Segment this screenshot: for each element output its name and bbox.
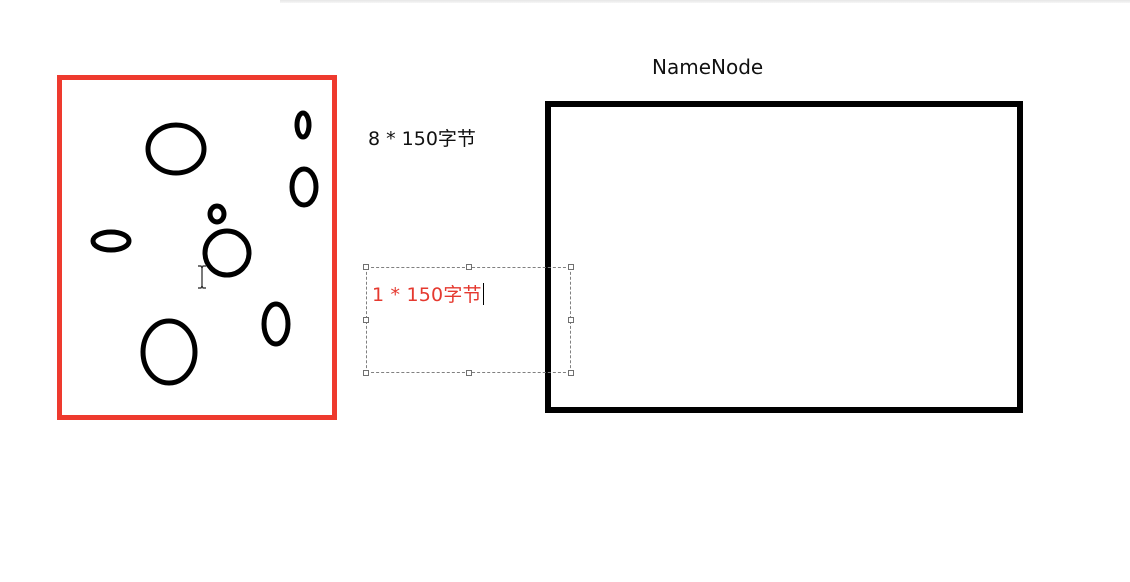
small-file-ellipse[interactable]: [90, 229, 132, 253]
resize-handle-middle-right[interactable]: [568, 317, 574, 323]
small-file-ellipse[interactable]: [294, 110, 312, 140]
small-file-ellipse[interactable]: [207, 203, 227, 225]
small-file-ellipse[interactable]: [202, 228, 252, 278]
resize-handle-top-left[interactable]: [363, 264, 369, 270]
resize-handle-bottom-middle[interactable]: [466, 370, 472, 376]
small-file-ellipse[interactable]: [261, 301, 291, 347]
metadata-formula-label[interactable]: 8 * 150字节: [368, 128, 476, 150]
resize-handle-top-middle[interactable]: [466, 264, 472, 270]
namenode-frame[interactable]: [545, 101, 1023, 413]
small-file-ellipse[interactable]: [289, 166, 319, 208]
top-toolbar-edge: [280, 0, 1130, 3]
text-cursor-icon: [198, 265, 206, 289]
text-caret: [482, 283, 484, 305]
editing-textbox-text: 1 * 150字节: [372, 284, 482, 306]
resize-handle-middle-left[interactable]: [363, 317, 369, 323]
resize-handle-top-right[interactable]: [568, 264, 574, 270]
small-files-frame[interactable]: [57, 75, 337, 420]
small-file-ellipse[interactable]: [145, 122, 207, 176]
small-file-ellipse[interactable]: [140, 318, 198, 386]
resize-handle-bottom-right[interactable]: [568, 370, 574, 376]
resize-handle-bottom-left[interactable]: [363, 370, 369, 376]
editing-textbox[interactable]: 1 * 150字节: [372, 280, 484, 307]
namenode-label[interactable]: NameNode: [652, 55, 764, 79]
